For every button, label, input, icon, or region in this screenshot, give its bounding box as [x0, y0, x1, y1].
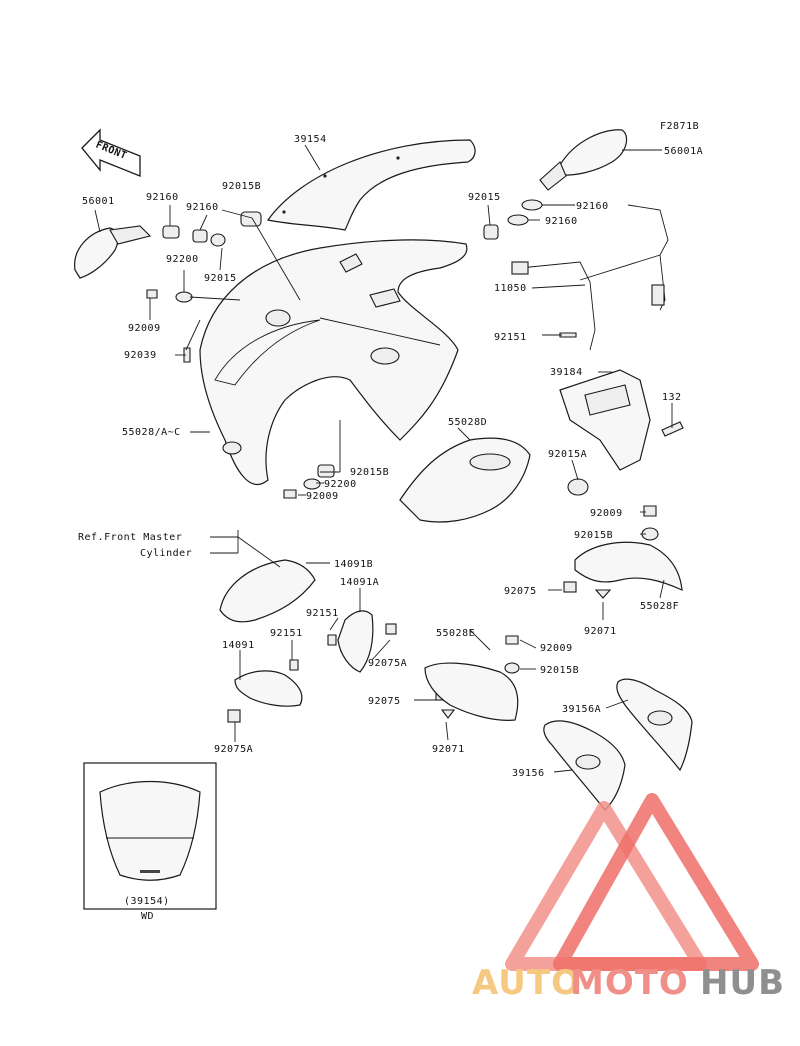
label-55028F: 55028F	[640, 601, 679, 612]
label-92071: 92071	[432, 744, 465, 755]
front-arrow-icon: FRONT	[81, 128, 141, 177]
label-132: 132	[662, 392, 682, 403]
label-11050: 11050	[494, 283, 527, 294]
label-92015B: 92015B	[222, 181, 261, 192]
label-39156: 39156	[512, 768, 545, 779]
label-92160: 92160	[545, 216, 578, 227]
label-92075: 92075	[368, 696, 401, 707]
bracket-39184	[559, 369, 651, 471]
watermark-auto: AUTO	[472, 963, 581, 1003]
label-92075A: 92075A	[368, 658, 407, 669]
label-92071: 92071	[584, 626, 617, 637]
label-39154: 39154	[294, 134, 327, 145]
label-92151: 92151	[494, 332, 527, 343]
label-92009: 92009	[540, 643, 573, 654]
label-92015: 92015	[204, 273, 237, 284]
watermark-hub: HUB	[700, 963, 785, 1003]
label-39184: 39184	[550, 367, 583, 378]
label-92039: 92039	[124, 350, 157, 361]
label-92151: 92151	[306, 608, 339, 619]
label-55028D: 55028D	[448, 417, 487, 428]
label-92160: 92160	[146, 192, 179, 203]
label-55028-A-C: 55028/A~C	[122, 427, 181, 438]
mirror-left-56001	[74, 209, 152, 279]
label-92075A: 92075A	[214, 744, 253, 755]
part-labels: 39154 56001A 56001 92160 92015B 92160 92…	[78, 134, 703, 922]
automotohub-logo: AUTO MOTO HUB	[472, 793, 785, 1003]
label-92160: 92160	[186, 202, 219, 213]
label-14091B: 14091B	[334, 559, 373, 570]
mirror-right-56001A	[539, 129, 662, 191]
label-92009: 92009	[590, 508, 623, 519]
inner-panel-55028F	[574, 541, 683, 591]
label-92009: 92009	[306, 491, 339, 502]
inner-panel-55028D	[399, 437, 531, 523]
upper-cowl-39154	[266, 139, 476, 231]
label-56001: 56001	[82, 196, 115, 207]
label-55028E: 55028E	[436, 628, 475, 639]
label-92160: 92160	[576, 201, 609, 212]
label-92015B: 92015B	[574, 530, 613, 541]
label-92015B: 92015B	[350, 467, 389, 478]
hardware-group	[146, 199, 684, 723]
label-39156A: 39156A	[562, 704, 601, 715]
label-92151: 92151	[270, 628, 303, 639]
stay-bracket-11050	[511, 204, 669, 351]
label-92200: 92200	[166, 254, 199, 265]
label-92015B: 92015B	[540, 665, 579, 676]
label-92075: 92075	[504, 586, 537, 597]
label-92200: 92200	[324, 479, 357, 490]
inner-panel-55028E	[424, 662, 519, 721]
label-14091A: 14091A	[340, 577, 379, 588]
fender-14091B	[219, 559, 316, 623]
label-wd: WD	[141, 911, 154, 922]
label-39154-ref: (39154)	[124, 896, 170, 907]
figure-code: F2871B	[660, 121, 699, 132]
leader-lines	[149, 144, 673, 773]
label-92015: 92015	[468, 192, 501, 203]
label-ref-front-master: Ref.Front Master	[78, 532, 182, 543]
label-92009: 92009	[128, 323, 161, 334]
label-14091: 14091	[222, 640, 255, 651]
label-92015A: 92015A	[548, 449, 587, 460]
label-ref-cylinder: Cylinder	[140, 548, 192, 559]
watermark-moto: MOTO	[570, 963, 689, 1003]
bracket-14091	[234, 670, 303, 707]
wd-inset	[83, 762, 217, 910]
label-56001A: 56001A	[664, 146, 703, 157]
